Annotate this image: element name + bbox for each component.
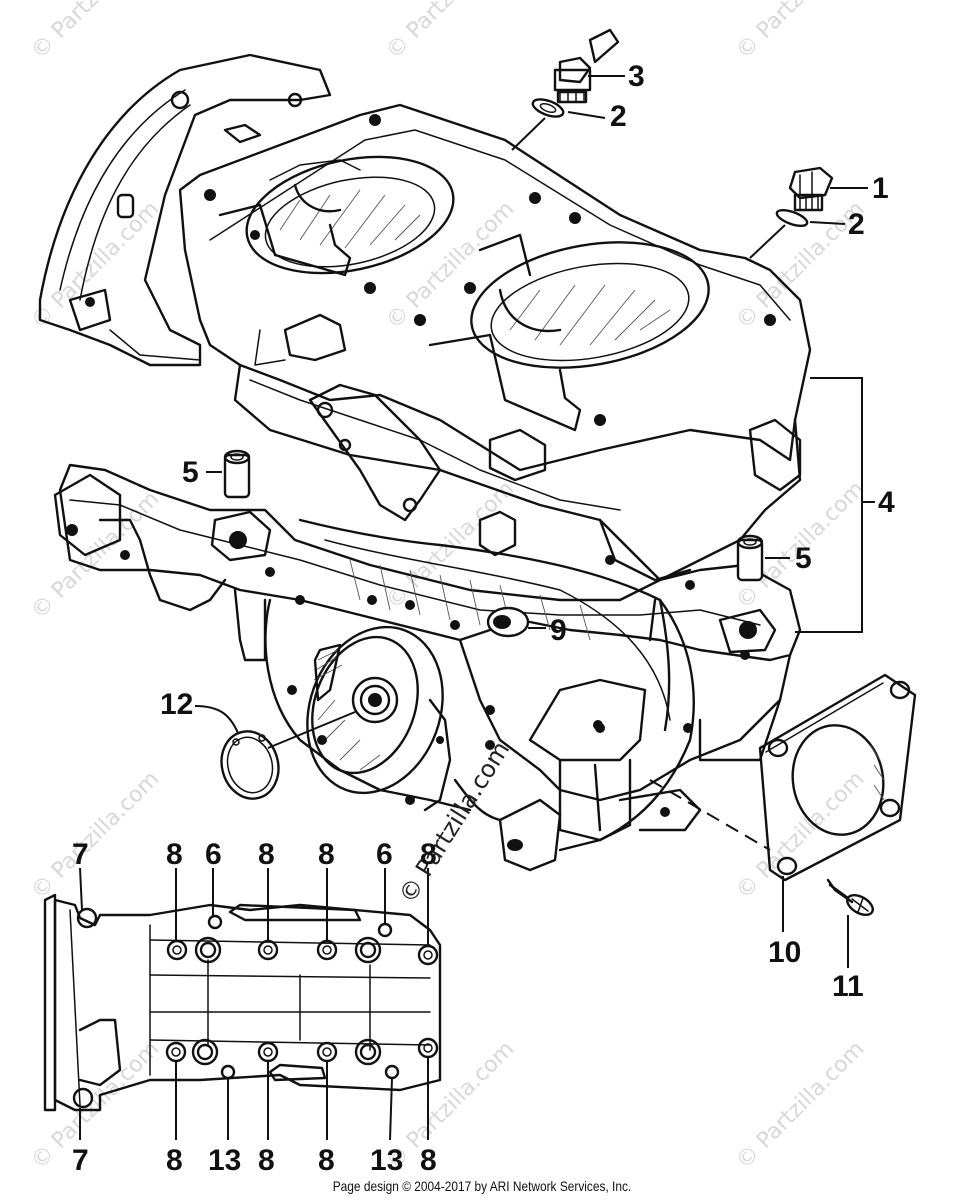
watermarks: © Partzilla.com © Partzilla.com © Partzi… (27, 0, 870, 1174)
watermark: © Partzilla.com (27, 0, 165, 64)
callout-4: 4 (878, 486, 895, 519)
lower-cover-bottom-view[interactable] (43, 893, 442, 1112)
callout-10: 10 (768, 936, 801, 969)
callout-8: 8 (166, 1144, 183, 1177)
watermark: © Partzilla.com (732, 767, 870, 905)
callout-11: 11 (832, 970, 864, 1003)
callout-8: 8 (166, 838, 183, 871)
callout-8: 8 (318, 1144, 335, 1177)
callout-3: 3 (628, 60, 645, 93)
callout-8: 8 (420, 1144, 437, 1177)
crankcase-upper[interactable] (38, 53, 812, 582)
screw-part-11[interactable] (826, 878, 876, 919)
callout-1: 1 (872, 172, 889, 205)
callout-8: 8 (318, 838, 335, 871)
callout-5: 5 (182, 456, 199, 489)
watermark: © Partzilla.com (732, 1037, 870, 1175)
footer-copyright: Page design © 2004-2017 by ARI Network S… (332, 1178, 632, 1194)
callout-8: 8 (258, 1144, 275, 1177)
watermark: © Partzilla.com (27, 767, 165, 905)
callout-6: 6 (205, 838, 222, 871)
washer-part-2-top[interactable] (531, 96, 566, 120)
snap-ring-part-12[interactable] (214, 725, 286, 805)
plug-part-1[interactable] (788, 166, 834, 212)
dowel-pin-part-5-left[interactable] (223, 449, 251, 499)
watermark: © Partzilla.com (732, 0, 870, 64)
callout-12: 12 (160, 688, 193, 721)
callout-5: 5 (795, 542, 812, 575)
crankcase-lower[interactable] (53, 463, 802, 872)
callout-8: 8 (258, 838, 275, 871)
callout-2: 2 (848, 208, 865, 241)
callout-2: 2 (610, 100, 627, 133)
watermark: © Partzilla.com (382, 197, 520, 335)
callout-labels: 3 2 1 2 4 5 5 9 12 10 11 7 8 6 8 8 6 8 7… (72, 60, 895, 1177)
callout-6: 6 (376, 838, 393, 871)
gasket-plate-part-10[interactable] (758, 673, 917, 882)
callout-7: 7 (72, 1144, 89, 1177)
watermark: © Partzilla.com (382, 0, 520, 64)
washer-part-2-right[interactable] (775, 207, 809, 229)
callout-13: 13 (370, 1144, 403, 1177)
leader-lines (79, 75, 875, 1141)
fitting-part-3[interactable] (553, 28, 620, 104)
callout-13: 13 (208, 1144, 241, 1177)
bushing-part-9[interactable] (486, 606, 530, 638)
dowel-pin-part-5-right[interactable] (736, 534, 764, 582)
callout-7: 7 (72, 838, 89, 871)
callout-9: 9 (550, 614, 567, 647)
callout-8: 8 (420, 838, 437, 871)
watermark-center: © Partzilla.com (393, 736, 515, 908)
washer-hole (539, 102, 557, 114)
watermark: © Partzilla.com (27, 1037, 165, 1175)
